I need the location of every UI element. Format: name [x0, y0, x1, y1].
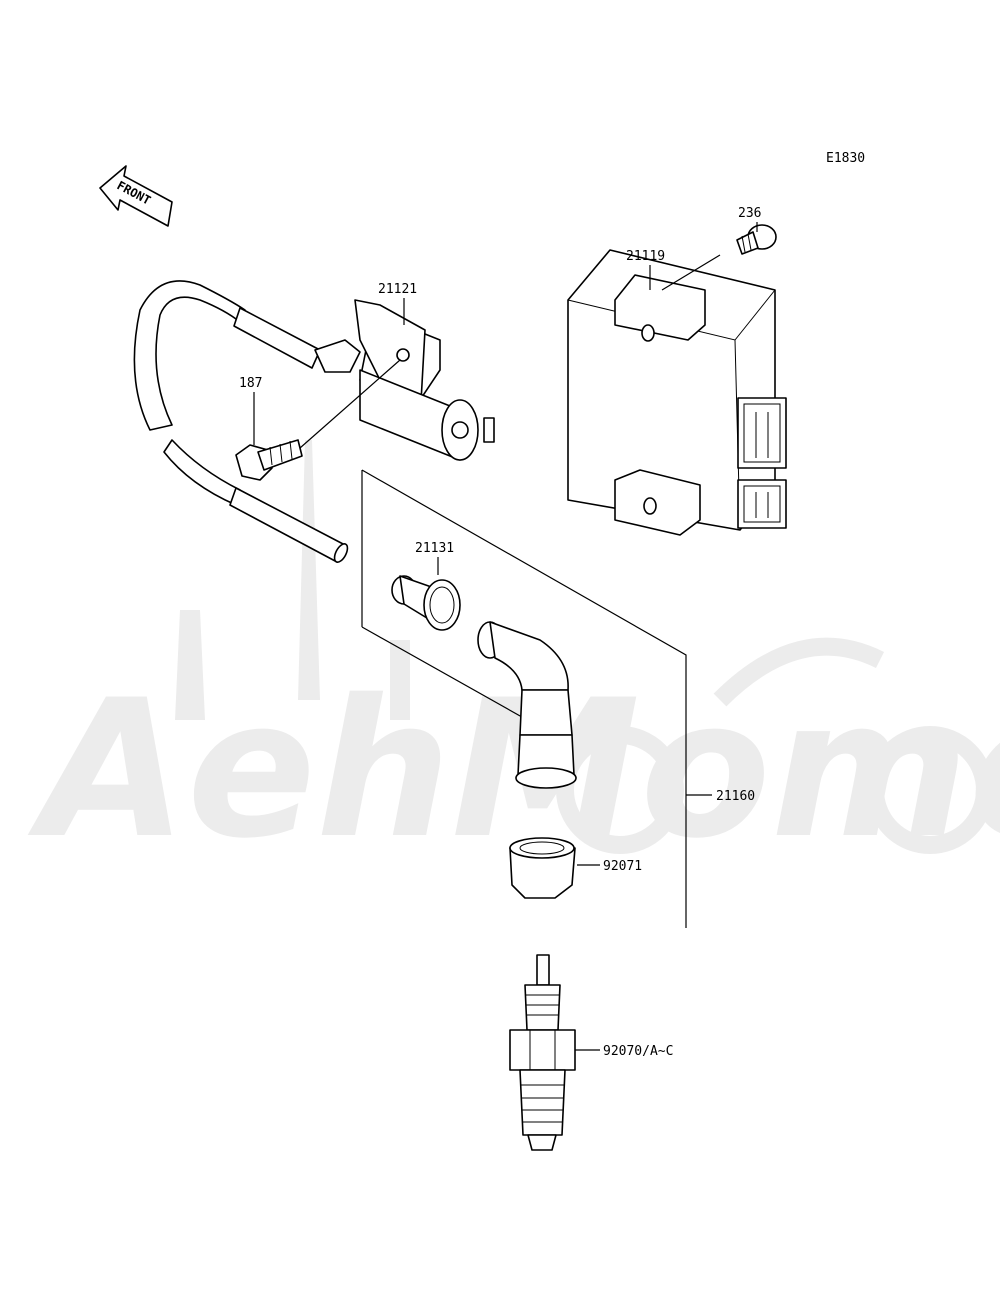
front-arrow-icon: FRONT [99, 165, 173, 227]
diagram-code: E1830 [826, 151, 865, 166]
spark-plug-92070-icon [509, 954, 576, 1151]
label-21131: 21131 [415, 541, 454, 556]
label-92071: 92071 [603, 859, 642, 874]
ignition-cable [133, 280, 349, 563]
label-21119: 21119 [626, 249, 665, 264]
label-187: 187 [239, 376, 262, 391]
leader-lines [253, 222, 758, 1051]
seal-21131-icon [391, 575, 461, 631]
terminal-nut-92071-icon [509, 837, 576, 899]
label-21121: 21121 [378, 282, 417, 297]
label-21160: 21160 [716, 789, 755, 804]
cdi-unit [567, 249, 787, 536]
label-236: 236 [738, 206, 761, 221]
screw-236-icon [736, 224, 777, 255]
bolt-187-icon [235, 439, 303, 481]
label-92070: 92070/A~C [603, 1044, 673, 1059]
plug-cap-21160-icon [477, 621, 577, 789]
group-bracket-21160 [361, 469, 687, 928]
